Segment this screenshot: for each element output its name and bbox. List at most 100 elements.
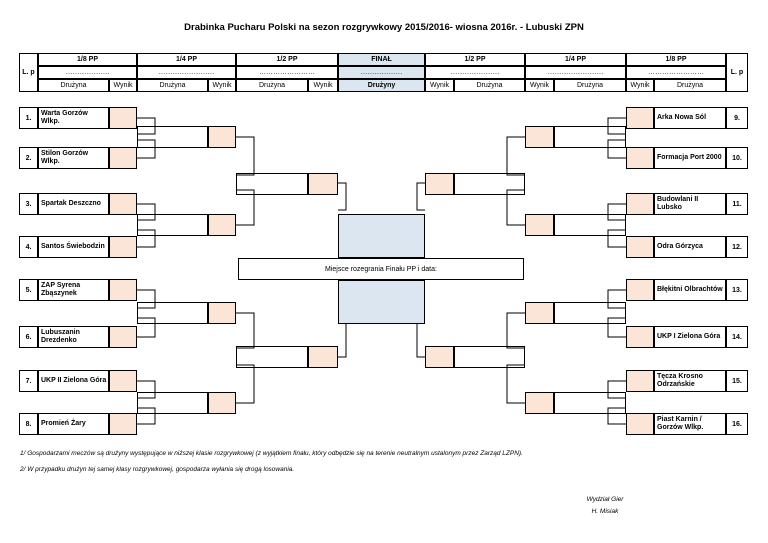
team-name: UKP II Zielona Góra <box>38 370 109 392</box>
note-2: 2/ W przypadku drużyn tej samej klasy ro… <box>20 466 295 473</box>
score-input[interactable] <box>308 346 338 368</box>
team-number: 12. <box>726 236 748 258</box>
team-number: 4. <box>19 236 38 258</box>
score-input[interactable] <box>208 126 236 148</box>
score-input[interactable] <box>626 370 654 392</box>
team-number: 5. <box>19 279 38 301</box>
score-input[interactable] <box>626 326 654 348</box>
team-name: Budowlani II Lubsko <box>654 193 726 215</box>
score-input[interactable] <box>208 302 236 324</box>
team-name: Lubuszanin Drezdenko <box>38 326 109 348</box>
team-number: 16. <box>726 413 748 435</box>
semifinal-team-slot[interactable] <box>236 173 308 195</box>
final-team-slot-bottom[interactable] <box>338 280 425 324</box>
date-l12: …………………… <box>236 66 338 79</box>
semifinal-team-slot[interactable] <box>454 346 525 368</box>
note-1: 1/ Gospodarzami meczów są drużyny występ… <box>20 450 523 457</box>
score-input[interactable] <box>109 107 137 129</box>
semifinal-team-slot[interactable] <box>236 346 308 368</box>
date-l18: ………………. <box>38 66 137 79</box>
score-input[interactable] <box>626 107 654 129</box>
team-number: 13. <box>726 279 748 301</box>
score-input[interactable] <box>626 413 654 435</box>
score-input[interactable] <box>109 413 137 435</box>
final-location-field[interactable]: Miejsce rozegrania Finału PP i data: <box>238 258 524 280</box>
signature-name: H. Misiak <box>591 508 619 515</box>
team-name: Arka Nowa Sól <box>654 107 726 129</box>
score-input[interactable] <box>109 193 137 215</box>
score-input[interactable] <box>109 326 137 348</box>
quarterfinal-team-slot[interactable] <box>137 392 208 414</box>
round-title-r12: 1/2 PP <box>425 53 525 66</box>
team-number: 14. <box>726 326 748 348</box>
score-input[interactable] <box>525 392 554 414</box>
lp-header-right: L. p <box>726 53 748 92</box>
team-number: 9. <box>726 107 748 129</box>
page-title: Drabinka Pucharu Polski na sezon rozgryw… <box>184 22 584 33</box>
score-input[interactable] <box>425 346 454 368</box>
col-wynik: Wynik <box>626 79 654 92</box>
quarterfinal-team-slot[interactable] <box>554 126 626 148</box>
score-input[interactable] <box>308 173 338 195</box>
team-number: 3. <box>19 193 38 215</box>
col-druzyny: Drużyny <box>338 79 425 92</box>
col-wynik: Wynik <box>109 79 137 92</box>
score-input[interactable] <box>626 147 654 169</box>
score-input[interactable] <box>425 173 454 195</box>
team-name: Stilon Gorzów Wlkp. <box>38 147 109 169</box>
score-input[interactable] <box>109 370 137 392</box>
semifinal-team-slot[interactable] <box>454 173 525 195</box>
col-wynik: Wynik <box>208 79 236 92</box>
col-druzyna: Drużyna <box>236 79 308 92</box>
date-r14: …………………… <box>525 66 626 79</box>
team-number: 1. <box>19 107 38 129</box>
team-name: Spartak Deszczno <box>38 193 109 215</box>
quarterfinal-team-slot[interactable] <box>137 126 208 148</box>
date-r18: …………………… <box>626 66 726 79</box>
team-name: UKP I Zielona Góra <box>654 326 726 348</box>
team-number: 15. <box>726 370 748 392</box>
score-input[interactable] <box>208 214 236 236</box>
score-input[interactable] <box>208 392 236 414</box>
col-druzyna: Drużyna <box>454 79 525 92</box>
date-final: ……………… <box>338 66 425 79</box>
date-l14: …………………… <box>137 66 236 79</box>
score-input[interactable] <box>626 279 654 301</box>
col-wynik: Wynik <box>308 79 338 92</box>
col-druzyna: Drużyna <box>654 79 726 92</box>
lp-header-left: L. p <box>19 53 38 92</box>
team-number: 8. <box>19 413 38 435</box>
score-input[interactable] <box>525 302 554 324</box>
round-title-final: FINAŁ <box>338 53 425 66</box>
quarterfinal-team-slot[interactable] <box>137 302 208 324</box>
team-number: 10. <box>726 147 748 169</box>
team-name: ZAP Syrena Zbąszynek <box>38 279 109 301</box>
quarterfinal-team-slot[interactable] <box>554 214 626 236</box>
round-title-l18: 1/8 PP <box>38 53 137 66</box>
col-druzyna: Drużyna <box>554 79 626 92</box>
score-input[interactable] <box>626 193 654 215</box>
team-name: Warta Gorzów Wlkp. <box>38 107 109 129</box>
score-input[interactable] <box>109 236 137 258</box>
quarterfinal-team-slot[interactable] <box>137 214 208 236</box>
team-name: Odra Górzyca <box>654 236 726 258</box>
score-input[interactable] <box>525 214 554 236</box>
date-r12: ………………… <box>425 66 525 79</box>
quarterfinal-team-slot[interactable] <box>554 392 626 414</box>
col-druzyna: Drużyna <box>38 79 109 92</box>
team-name: Piast Karnin / Gorzów Wlkp. <box>654 413 726 435</box>
team-number: 2. <box>19 147 38 169</box>
score-input[interactable] <box>109 147 137 169</box>
team-name: Formacja Port 2000 <box>654 147 726 169</box>
quarterfinal-team-slot[interactable] <box>554 302 626 324</box>
score-input[interactable] <box>525 126 554 148</box>
score-input[interactable] <box>109 279 137 301</box>
round-title-r18: 1/8 PP <box>626 53 726 66</box>
final-team-slot-top[interactable] <box>338 214 425 258</box>
round-title-r14: 1/4 PP <box>525 53 626 66</box>
team-name: Tęcza Krosno Odrzańskie <box>654 370 726 392</box>
col-wynik: Wynik <box>525 79 554 92</box>
team-number: 6. <box>19 326 38 348</box>
round-title-l12: 1/2 PP <box>236 53 338 66</box>
score-input[interactable] <box>626 236 654 258</box>
